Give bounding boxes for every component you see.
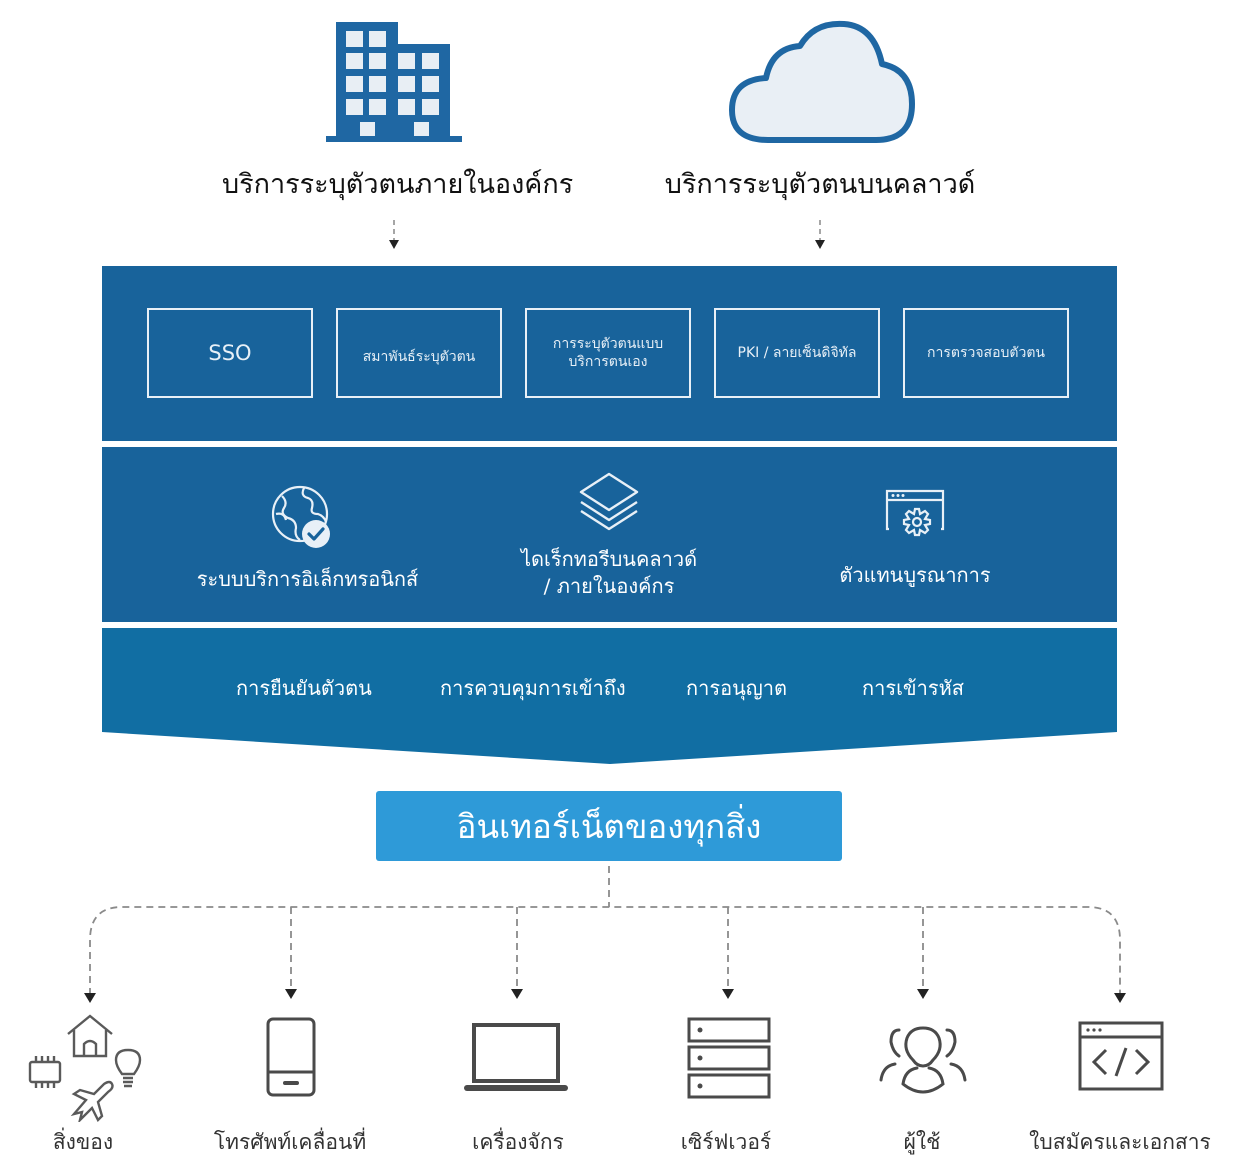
arrow-head-icon [1114, 993, 1126, 1003]
window-gear-icon [885, 489, 945, 537]
globe-check-icon [271, 485, 330, 548]
server-icon [687, 1017, 771, 1099]
office-building-icon [326, 22, 462, 142]
cloud-identity-title: บริการระบุตัวตนบนคลาวด์ [664, 169, 976, 200]
laptop-icon [464, 1023, 568, 1091]
on-premise-identity-title: บริการระบุตัวตนภายในองค์กร [222, 169, 574, 200]
electronic-services-label: ระบบบริการอิเล็กทรอนิกส์ [196, 567, 419, 591]
cloud-icon [729, 20, 915, 143]
endpoint-users: ผู้ใช้ [903, 1130, 941, 1154]
arrow-down-icon [389, 220, 399, 249]
mobile-phone-icon [266, 1017, 316, 1097]
arrow-head-icon [917, 989, 929, 999]
arrow-down-icon [815, 220, 825, 249]
foundation-access-control: การควบคุมการเข้าถึง [440, 676, 626, 700]
integrations-panel [102, 447, 1117, 622]
integration-agent-label: ตัวแทนบูรณาการ [839, 563, 991, 587]
capability-identity-verification[interactable]: การตรวจสอบตัวตน [903, 308, 1069, 398]
foundations-panel [102, 628, 1117, 764]
capabilities-panel [102, 266, 1117, 441]
capability-sso[interactable]: SSO [147, 308, 313, 398]
endpoint-mobile: โทรศัพท์เคลื่อนที่ [213, 1130, 367, 1154]
foundation-encryption: การเข้ารหัส [862, 676, 964, 700]
capability-pki-digital-signature[interactable]: PKI / ลายเซ็นดิจิทัล [714, 308, 880, 398]
arrow-head-icon [84, 993, 96, 1003]
endpoint-things: สิ่งของ [52, 1130, 114, 1154]
capability-self-service-identity[interactable]: การระบุตัวตนแบบบริการตนเอง [525, 308, 691, 398]
connector-lines [84, 866, 1126, 1003]
endpoint-applications-documents: ใบสมัครและเอกสาร [1029, 1130, 1211, 1154]
directory-label-line1: ไดเร็กทอรีบนคลาวด์ [520, 547, 698, 571]
layers-icon [579, 472, 639, 531]
arrow-head-icon [722, 989, 734, 999]
foundation-authorization: การอนุญาต [686, 676, 788, 700]
foundation-authentication: การยืนยันตัวตน [236, 676, 372, 700]
capability-identity-federation[interactable]: สมาพันธ์ระบุตัวตน [336, 308, 502, 398]
arrow-head-icon [285, 989, 297, 999]
endpoint-servers: เซิร์ฟเวอร์ [680, 1130, 772, 1154]
things-icon [28, 1014, 142, 1122]
arrow-head-icon [511, 989, 523, 999]
directory-label: ไดเร็กทอรีบนคลาวด์ / ภายในองค์กร [490, 546, 728, 600]
internet-of-everything-bar[interactable]: อินเทอร์เน็ตของทุกสิ่ง [376, 791, 842, 861]
code-window-icon [1078, 1021, 1164, 1091]
users-icon [879, 1026, 967, 1094]
directory-label-line2: / ภายในองค์กร [543, 574, 675, 598]
endpoint-machines: เครื่องจักร [472, 1130, 564, 1154]
